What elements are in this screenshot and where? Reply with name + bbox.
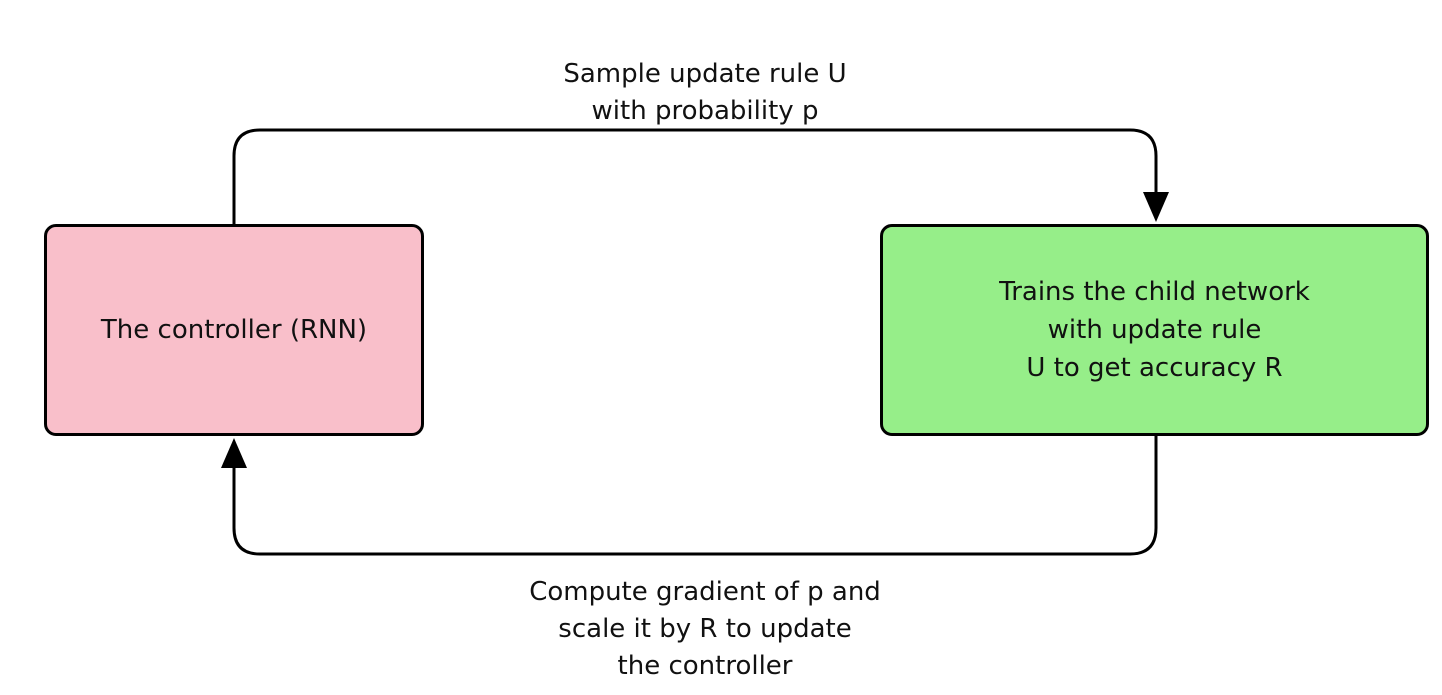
sample-edge-label-line: Sample update rule U	[563, 59, 847, 89]
controller-node: The controller (RNN)	[44, 224, 424, 436]
child-network-trainer-node: Trains the child network with update rul…	[880, 224, 1429, 436]
sample-edge-label: Sample update rule U with probability p	[455, 56, 955, 130]
trainer-label-line: with update rule	[1047, 315, 1262, 345]
feedback-edge-label: Compute gradient of p and scale it by R …	[455, 574, 955, 685]
sample-edge-label-line: with probability p	[591, 96, 819, 126]
sample-arrowhead-icon	[1143, 192, 1169, 222]
trainer-label: Trains the child network with update rul…	[999, 273, 1310, 387]
feedback-edge-label-line: Compute gradient of p and	[529, 577, 881, 607]
feedback-edge-label-line: scale it by R to update	[558, 614, 852, 644]
controller-label: The controller (RNN)	[100, 315, 368, 345]
trainer-label-line: Trains the child network	[999, 277, 1310, 307]
feedback-edge-label-line: the controller	[617, 651, 793, 681]
trainer-label-line: U to get accuracy R	[1026, 353, 1283, 383]
sample-arrow-line	[232, 128, 1158, 224]
feedback-arrowhead-icon	[221, 438, 247, 468]
feedback-arrow-line	[232, 436, 1158, 556]
